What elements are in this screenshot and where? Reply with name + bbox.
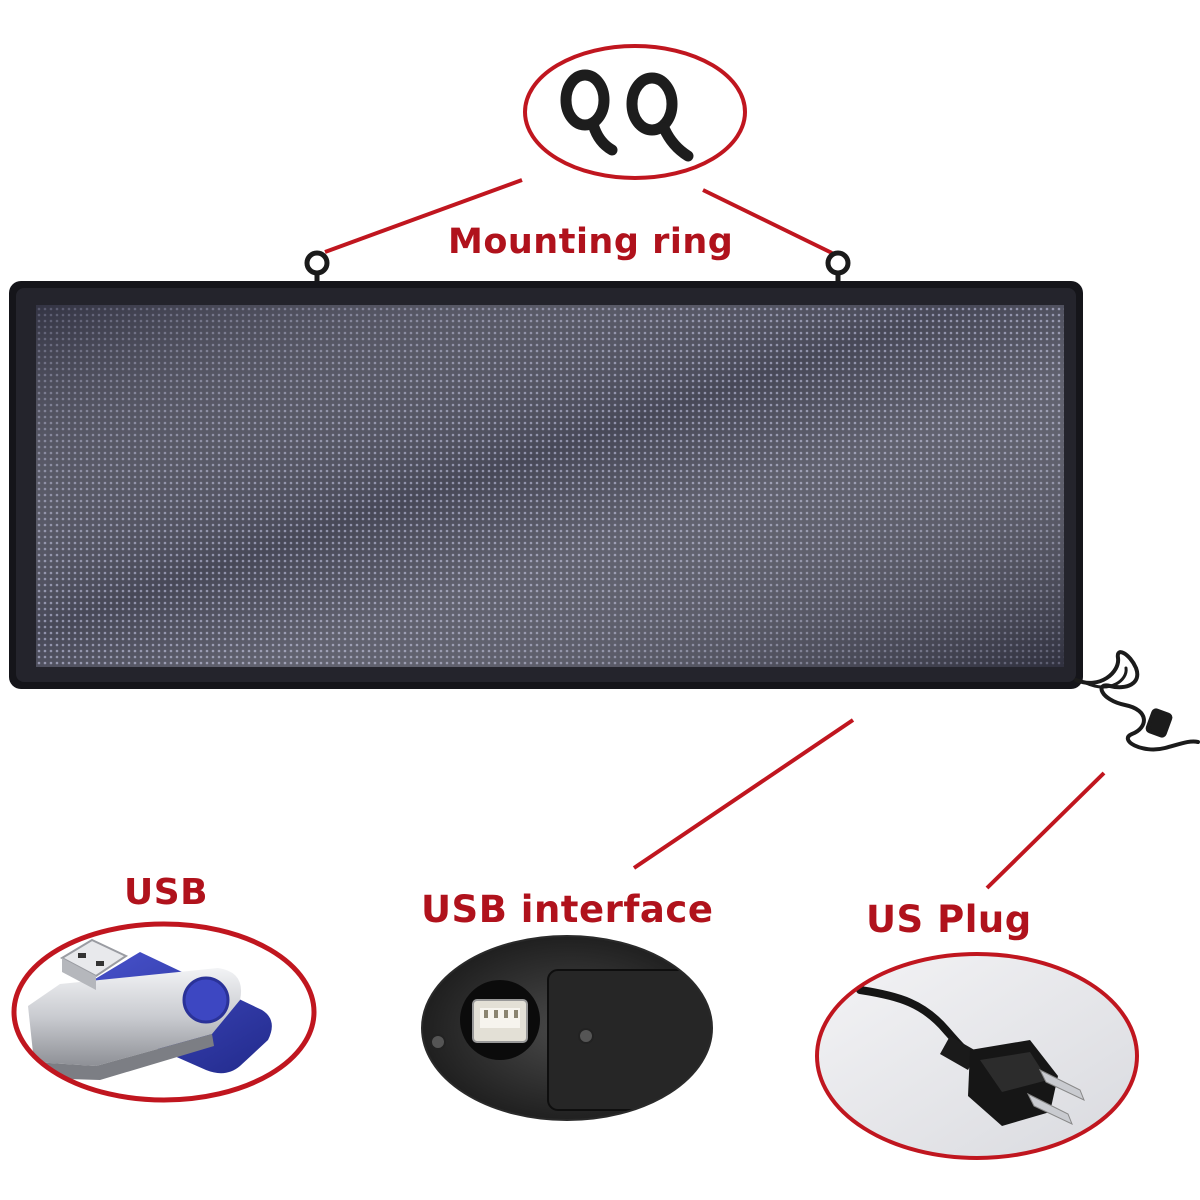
usb-interface-leader bbox=[632, 718, 855, 870]
us-plug-leader bbox=[985, 771, 1106, 890]
mounting-ring-callout bbox=[324, 44, 833, 255]
led-sign bbox=[9, 281, 1083, 689]
usb-interface-label: USB interface bbox=[421, 888, 714, 931]
us-plug-icon bbox=[856, 986, 1085, 1126]
mounting-ring-label: Mounting ring bbox=[448, 222, 734, 262]
usb-label: USB bbox=[124, 872, 209, 913]
power-cable-icon bbox=[1074, 650, 1200, 752]
us-plug-label: US Plug bbox=[866, 898, 1032, 941]
usb-port-icon bbox=[460, 980, 540, 1060]
usb-interface-callout bbox=[421, 935, 713, 1121]
usb-callout bbox=[11, 921, 317, 1103]
mounting-ring-icon bbox=[560, 69, 694, 162]
usb-flash-drive-icon bbox=[28, 938, 272, 1080]
us-plug-callout bbox=[815, 952, 1139, 1160]
